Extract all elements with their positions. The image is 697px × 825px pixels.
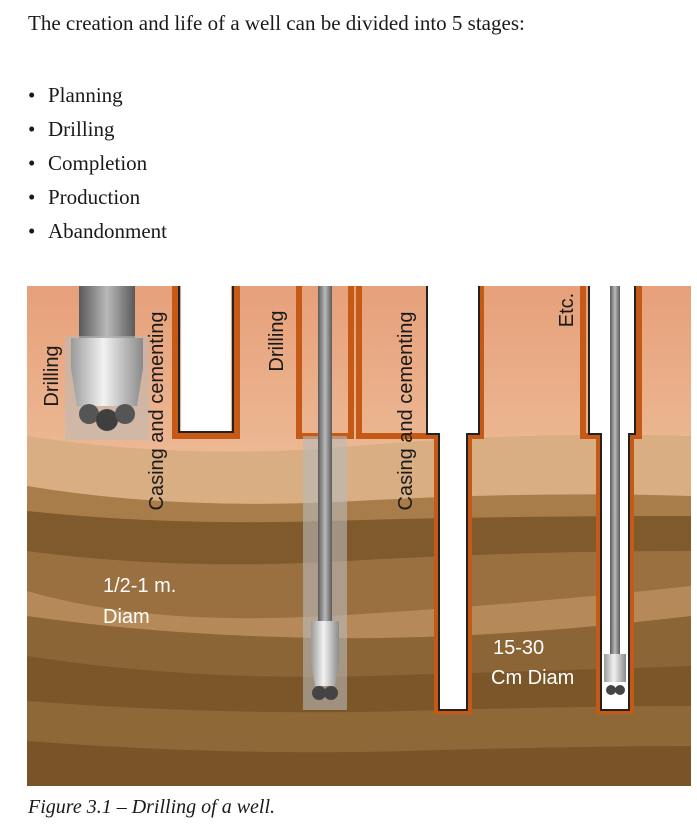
well-drilling-figure: Drilling Casing and cementing Drilling C…	[27, 286, 691, 786]
bullet-icon: •	[28, 185, 36, 209]
label-casing-2: Casing and cementing	[395, 311, 417, 510]
bullet-icon: •	[28, 219, 36, 243]
intro-paragraph: The creation and life of a well can be d…	[28, 11, 525, 35]
stage-2-cased-hole	[172, 286, 240, 439]
label-drilling-2: Drilling	[266, 310, 288, 371]
stage-3-drilling	[296, 286, 354, 710]
stage-4-second-casing	[356, 286, 484, 714]
label-etc: Etc.	[556, 293, 578, 327]
list-item: • Abandonment	[28, 214, 167, 248]
bullet-icon: •	[28, 117, 36, 141]
stage-1-drill-bit	[65, 286, 149, 440]
list-item: • Drilling	[28, 112, 167, 146]
stage-5-completed-well	[580, 286, 642, 714]
label-small-diameter-2: Cm Diam	[491, 667, 574, 689]
label-casing-1: Casing and cementing	[146, 311, 168, 510]
list-item: • Completion	[28, 146, 167, 180]
stratum-9	[27, 741, 691, 786]
figure-caption: Figure 3.1 – Drilling of a well.	[28, 796, 276, 818]
well-diagram: Drilling Casing and cementing Drilling C…	[27, 286, 691, 786]
stage-label: Planning	[48, 83, 123, 107]
bullet-icon: •	[28, 83, 36, 107]
bullet-icon: •	[28, 151, 36, 175]
label-large-diameter-1: 1/2-1 m.	[103, 575, 176, 597]
label-drilling-1: Drilling	[41, 345, 63, 406]
stage-label: Production	[48, 185, 141, 209]
list-item: • Production	[28, 180, 167, 214]
stage-label: Abandonment	[48, 219, 167, 243]
list-item: • Planning	[28, 78, 167, 112]
label-large-diameter-2: Diam	[103, 606, 150, 628]
label-small-diameter-1: 15-30	[493, 637, 544, 659]
stage-list: • Planning • Drilling • Completion • Product…	[28, 78, 167, 248]
stage-label: Completion	[48, 151, 148, 175]
stage-label: Drilling	[48, 117, 115, 141]
